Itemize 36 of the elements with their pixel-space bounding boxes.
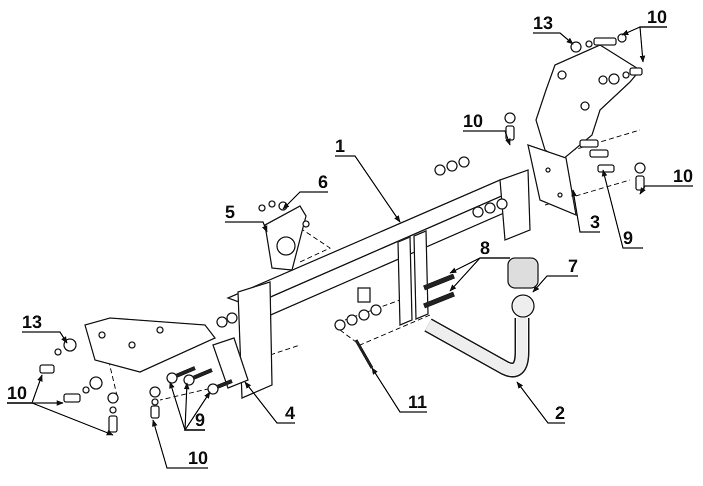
leader-line xyxy=(639,26,667,63)
callout-number: 6 xyxy=(300,172,328,192)
callout-number: 13 xyxy=(533,13,560,33)
leader-line xyxy=(571,189,600,233)
callout-number: 8 xyxy=(480,238,510,258)
leader-line xyxy=(533,32,574,44)
callout-number: 1 xyxy=(335,136,355,156)
leader-line xyxy=(640,185,693,195)
callout-number: 10 xyxy=(645,166,693,186)
leader-line xyxy=(225,221,268,233)
callout-number: 3 xyxy=(580,212,600,232)
callout-number: 2 xyxy=(548,403,565,423)
leader-line xyxy=(22,331,68,344)
leader-line xyxy=(450,257,510,292)
callout-number: 9 xyxy=(623,228,643,248)
leader-line xyxy=(282,191,328,210)
callout-number: 13 xyxy=(22,312,60,332)
leader-line xyxy=(532,275,578,293)
callout-number: 4 xyxy=(277,403,295,423)
leader-line xyxy=(463,130,511,146)
callout-number: 10 xyxy=(167,448,208,468)
leader-line xyxy=(244,381,295,424)
callout-number: 10 xyxy=(7,383,32,403)
callout-number: 5 xyxy=(225,202,263,222)
callout-number: 10 xyxy=(640,7,667,27)
leader-line xyxy=(516,381,565,424)
callout-number: 7 xyxy=(547,256,578,276)
leader-line xyxy=(372,367,427,413)
leader-line xyxy=(602,169,643,249)
leader-line xyxy=(152,419,208,469)
callout-number: 9 xyxy=(185,410,205,430)
callout-number: 11 xyxy=(400,392,427,412)
leader-line xyxy=(184,391,210,431)
callout-number: 10 xyxy=(463,111,505,131)
leader-line xyxy=(335,155,400,223)
leader-line xyxy=(7,402,114,436)
